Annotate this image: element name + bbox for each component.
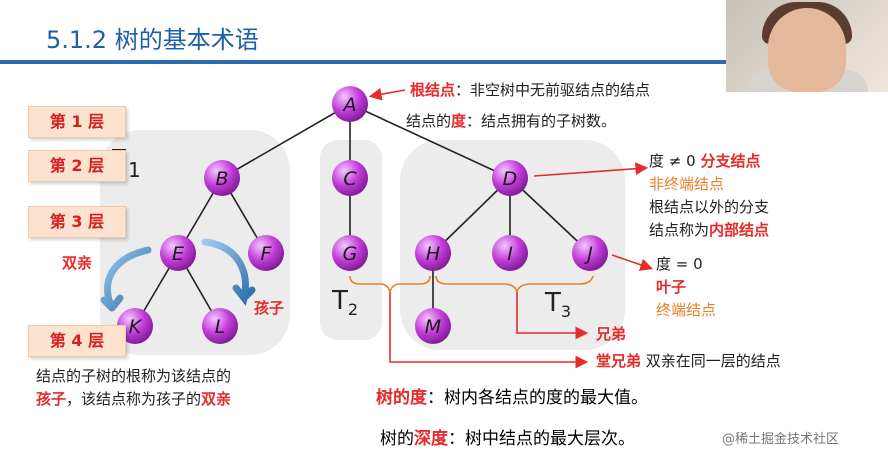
tree-node-C: C — [332, 160, 368, 196]
tree-node-H: H — [415, 235, 451, 271]
sibling-arrow — [516, 292, 589, 340]
watermark: @稀土掘金技术社区 — [722, 432, 840, 447]
tree-node-label-C: C — [343, 168, 357, 190]
branch-pointer-arrow — [533, 162, 649, 177]
child-curve-arrow — [201, 238, 256, 306]
tree-node-circle-M — [415, 308, 451, 344]
subtree-root-line1: 结点的子树的根称为该结点的 — [36, 367, 232, 385]
subtree-t3-label: T3 — [545, 288, 572, 322]
tree-node-circle-F — [248, 235, 284, 271]
cousin-definition: 堂兄弟 双亲在同一层的结点 — [596, 352, 781, 370]
tree-node-circle-B — [204, 160, 240, 196]
tree-node-M: M — [415, 308, 451, 344]
tree-depth-definition: 树的深度：树中结点的最大层次。 — [380, 429, 635, 449]
tree-node-I: I — [492, 235, 528, 271]
title-underline — [0, 60, 888, 64]
level-label-1: 第 1 层 — [28, 106, 126, 138]
node-group: A B C D E F G H I J K L M — [117, 86, 608, 344]
tree-edge-A-D — [349, 103, 511, 179]
tree-node-label-F: F — [261, 243, 273, 265]
tree-node-circle-L — [202, 308, 238, 344]
tree-node-circle-K — [117, 308, 153, 344]
tree-node-E: E — [160, 235, 196, 271]
tree-node-label-E: E — [172, 243, 184, 265]
tree-node-circle-H — [415, 235, 451, 271]
root-pointer-arrow — [368, 87, 406, 101]
leaf-pointer-arrow — [611, 254, 654, 271]
tree-node-A: A — [332, 86, 368, 122]
leaf-degree-condition: 度 = 0 — [656, 255, 703, 273]
terminal-node-label: 终端结点 — [656, 301, 717, 319]
parent-label: 双亲 — [62, 254, 93, 272]
tree-node-label-G: G — [343, 243, 358, 265]
child-label: 孩子 — [254, 299, 285, 317]
tree-degree-definition: 树的度：树内各结点的度的最大值。 — [376, 388, 648, 408]
tree-node-label-D: D — [503, 168, 518, 190]
tree-node-circle-C — [332, 160, 368, 196]
non-terminal-node-label: 非终端结点 — [649, 175, 725, 193]
tree-node-L: L — [202, 308, 238, 344]
tree-node-label-B: B — [215, 168, 228, 190]
tree-node-label-M: M — [425, 316, 441, 338]
level-label-3: 第 3 层 — [28, 206, 126, 238]
leaf-node-label: 叶子 — [656, 278, 687, 296]
tree-node-label-A: A — [342, 94, 357, 116]
node-degree-definition: 结点的度：结点拥有的子树数。 — [406, 112, 617, 130]
internal-node-line1: 根结点以外的分支 — [649, 198, 770, 216]
subtree-t1-sub: 1 — [128, 158, 141, 182]
tree-node-circle-J — [572, 235, 608, 271]
tree-node-label-H: H — [426, 243, 440, 265]
tree-node-circle-I — [492, 235, 528, 271]
tree-node-D: D — [492, 160, 528, 196]
subtree-root-line2: 孩子，该结点称为孩子的双亲 — [36, 390, 232, 408]
tree-node-circle-D — [492, 160, 528, 196]
tree-node-label-K: K — [129, 316, 143, 338]
tree-edge-D-J — [509, 177, 591, 254]
tree-node-label-L: L — [215, 316, 226, 338]
tree-edge-A-B — [221, 103, 351, 179]
tree-node-F: F — [248, 235, 284, 271]
level-label-4: 第 4 层 — [28, 325, 126, 357]
webcam-overlay — [726, 0, 888, 92]
level-label-2: 第 2 层 — [28, 150, 126, 182]
webcam-person-face — [768, 8, 846, 92]
root-node-definition: 根结点：非空树中无前驱结点的结点 — [410, 81, 651, 99]
tree-node-J: J — [572, 235, 608, 271]
subtree-t2-label: T2 — [332, 286, 359, 320]
tree-node-circle-G — [332, 235, 368, 271]
sibling-label: 兄弟 — [596, 325, 627, 343]
tree-node-circle-A — [332, 86, 368, 122]
parent-curve-arrow — [100, 246, 152, 312]
internal-node-line2: 结点称为内部结点 — [649, 221, 770, 239]
tree-node-K: K — [117, 308, 153, 344]
tree-node-G: G — [332, 235, 368, 271]
tree-node-circle-E — [160, 235, 196, 271]
tree-node-B: B — [204, 160, 240, 196]
cousin-arrow — [389, 292, 589, 369]
page-title: 5.1.2 树的基本术语 — [46, 26, 259, 54]
tree-node-label-J: J — [583, 243, 593, 265]
tree-node-label-I: I — [507, 243, 513, 265]
branch-node-definition: 度 ≠ 0 分支结点 — [649, 152, 761, 170]
